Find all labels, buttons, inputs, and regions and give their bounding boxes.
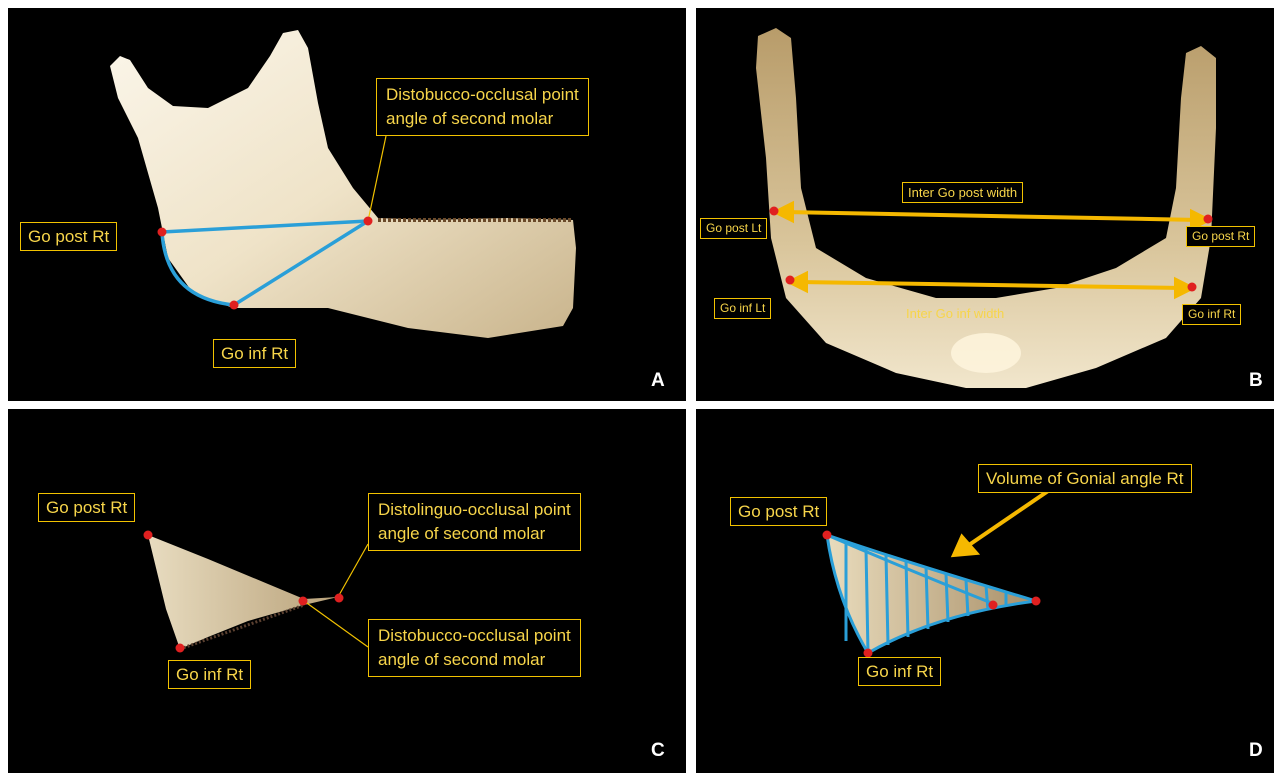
landmark-distolinguo <box>1032 597 1041 606</box>
label-inter-go-post-width: Inter Go post width <box>902 182 1023 203</box>
label-go-post-rt: Go post Rt <box>730 497 827 526</box>
label-go-post-rt: Go post Rt <box>20 222 117 251</box>
landmark-go-inf-lt <box>786 276 795 285</box>
mandible-lateral-view <box>8 8 686 401</box>
label-distobucco: Distobucco-occlusal point angle of secon… <box>368 619 581 677</box>
leader-line-distolinguo <box>338 544 368 597</box>
panel-letter-c: C <box>651 740 665 762</box>
label-go-inf-rt: Go inf Rt <box>213 339 296 368</box>
label-go-post-rt: Go post Rt <box>1186 226 1255 247</box>
leader-line-distobucco <box>304 601 368 647</box>
landmark-go-post-lt <box>770 207 779 216</box>
gonial-segment-shape <box>148 535 338 649</box>
label-inter-go-inf-width: Inter Go inf width <box>906 306 1004 321</box>
leader-line-distobucco <box>368 136 386 221</box>
panel-c: Go post Rt Go inf Rt Distolinguo-occlusa… <box>8 409 686 773</box>
landmark-distobucco <box>299 597 308 606</box>
label-go-post-lt: Go post Lt <box>700 218 767 239</box>
landmark-go-post <box>144 531 153 540</box>
landmark-go-inf <box>230 301 239 310</box>
landmark-go-post <box>158 228 167 237</box>
landmark-distolinguo <box>335 594 344 603</box>
landmark-go-inf-rt <box>1188 283 1197 292</box>
label-distolinguo: Distolinguo-occlusal point angle of seco… <box>368 493 581 551</box>
gonial-segment-view <box>8 409 686 773</box>
label-go-post-rt: Go post Rt <box>38 493 135 522</box>
landmark-go-inf <box>176 644 185 653</box>
arrow-volume-pointer <box>954 489 1051 555</box>
panel-a: Distobucco-occlusal point angle of secon… <box>8 8 686 401</box>
panel-b: Inter Go post width Inter Go inf width G… <box>696 8 1274 401</box>
arrow-inter-post <box>776 204 1208 228</box>
landmark-distobucco <box>364 217 373 226</box>
panel-letter-a: A <box>651 370 665 392</box>
panel-letter-b: B <box>1249 370 1263 392</box>
panel-d: Volume of Gonial angle Rt Go post Rt Go … <box>696 409 1274 773</box>
landmark-go-post <box>823 531 832 540</box>
label-volume-gonial-angle: Volume of Gonial angle Rt <box>978 464 1192 493</box>
label-distobucco: Distobucco-occlusal point angle of secon… <box>376 78 589 136</box>
label-go-inf-rt: Go inf Rt <box>1182 304 1241 325</box>
landmark-distobucco <box>989 601 998 610</box>
mandible-shape <box>110 30 576 338</box>
mandible-posterior-view <box>696 8 1274 401</box>
label-go-inf-lt: Go inf Lt <box>714 298 771 319</box>
panel-letter-d: D <box>1249 740 1263 762</box>
label-go-inf-rt: Go inf Rt <box>858 657 941 686</box>
label-go-inf-rt: Go inf Rt <box>168 660 251 689</box>
landmark-go-post-rt <box>1204 215 1213 224</box>
